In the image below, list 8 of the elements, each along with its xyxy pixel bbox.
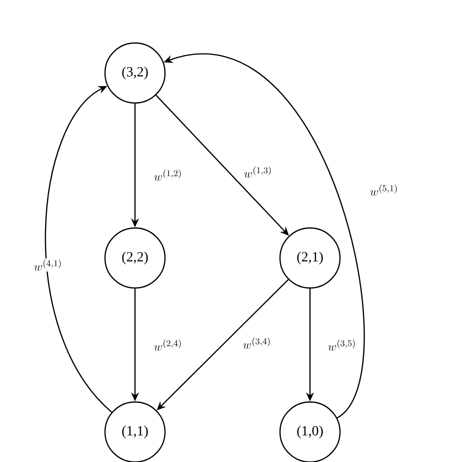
edge-label: $w^{(3,4)}$ <box>242 336 272 350</box>
edge-label: $w^{(3,5)}$ <box>326 338 358 352</box>
edge-label: $w^{(1,2)}$ <box>152 168 184 182</box>
edge-label: $w^{(1,3)}$ <box>242 165 274 179</box>
arrow <box>44 86 112 413</box>
edge-label: $w^{(4,1)}$ <box>32 258 64 272</box>
edge-label: $w^{(5,1)}$ <box>368 183 400 197</box>
edge-label: $w^{(2,4)}$ <box>152 338 184 352</box>
